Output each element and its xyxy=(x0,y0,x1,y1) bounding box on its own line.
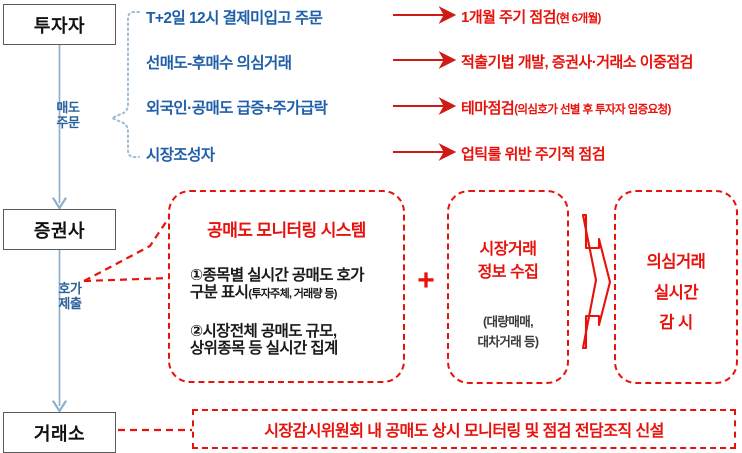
panel-watch-line2: 실시간 xyxy=(653,283,699,302)
panel-collect-sub2: 대차거래 등) xyxy=(477,335,540,349)
measure-note: (현 6개월) xyxy=(555,13,601,25)
panel-monitoring-item-2-line2: 상위종목 등 실시간 집계 xyxy=(190,340,338,358)
entity-label-broker: 증권사 xyxy=(33,220,86,241)
red-transfer-arrow xyxy=(581,213,612,350)
panel-collect-line2: 정보 수집 xyxy=(477,264,539,282)
panel-collect-sub1: (대량매매, xyxy=(482,315,534,329)
panel-suspicious-trade-watch[interactable]: 의심거래 실시간 감 시 xyxy=(614,190,738,384)
flow-label-sell-order-line1: 매도 xyxy=(56,100,80,115)
order-type-item: 선매도-후매수 의심거래 xyxy=(146,55,292,72)
panel-watch-line3: 감 시 xyxy=(659,314,693,333)
panel-monitoring-item-1-line2: 구분 표시(투자주체, 거래량 등) xyxy=(190,284,397,301)
entity-label-exchange: 거래소 xyxy=(33,423,86,444)
measure-item: 업틱룰 위반 주기적 점검 xyxy=(461,143,606,164)
flow-label-sell-order-line2: 주문 xyxy=(56,115,80,131)
flow-label-quote-submit-line2: 제출 xyxy=(58,296,82,312)
measure-main: 업틱룰 위반 주기적 점검 xyxy=(461,146,606,163)
measure-main: 적출기법 개발, 증권사·거래소 이중점검 xyxy=(461,54,693,71)
order-type-item: T+2일 12시 결제미입고 주문 xyxy=(146,10,323,27)
item1-line2-text: 구분 표시 xyxy=(190,284,249,302)
order-type-item: 시장조성자 xyxy=(146,147,215,164)
panel-market-info-collection[interactable]: 시장거래 정보 수집 (대량매매, 대차거래 등) xyxy=(447,190,569,384)
panel-monitoring-item-1-line1: ①종목별 실시간 공매도 호가 xyxy=(190,267,365,284)
measure-main: 1개월 주기 점검 xyxy=(461,9,556,26)
blue-brace xyxy=(109,11,140,158)
panel-collect-line1: 시장거래 xyxy=(479,241,537,258)
panel-monitoring-title: 공매도 모니터링 시스템 xyxy=(207,221,366,240)
panel-bottom-organization[interactable]: 시장감시위원회 내 공매도 상시 모니터링 및 점검 전담조직 신설 xyxy=(192,409,736,449)
entity-box-investor[interactable]: 투자자 xyxy=(3,4,116,45)
flow-label-quote-submit: 호가 제출 xyxy=(48,281,92,312)
panel-watch-line1: 의심거래 xyxy=(646,253,706,271)
red-measure-arrows xyxy=(393,6,457,161)
measure-item: 테마점검(의심호가 선별 후 투자자 입증요청) xyxy=(461,97,671,118)
panel-monitoring-system[interactable]: 공매도 모니터링 시스템 ①종목별 실시간 공매도 호가 구분 표시(투자주체,… xyxy=(168,190,405,383)
plus-icon: + xyxy=(417,264,435,297)
measure-item: 1개월 주기 점검(현 6개월) xyxy=(461,6,601,27)
panel-collect-title: 시장거래 정보 수집 xyxy=(449,238,567,284)
panel-monitoring-item-1: ①종목별 실시간 공매도 호가 구분 표시(투자주체, 거래량 등) xyxy=(180,267,397,302)
measure-note: (의심호가 선별 후 투자자 입증요청) xyxy=(514,104,671,116)
entity-label-investor: 투자자 xyxy=(33,15,86,36)
order-type-item: 외국인·공매도 급증+주가급락 xyxy=(146,100,328,117)
entity-box-broker[interactable]: 증권사 xyxy=(3,209,116,250)
measure-item: 적출기법 개발, 증권사·거래소 이중점검 xyxy=(461,51,693,72)
item1-note: (투자주체, 거래량 등) xyxy=(248,288,337,301)
measure-main: 테마점검 xyxy=(461,100,515,117)
panel-monitoring-item-2-line1: ②시장전체 공매도 규모, xyxy=(190,323,337,340)
panel-collect-note: (대량매매, 대차거래 등) xyxy=(449,312,567,352)
entity-box-exchange[interactable]: 거래소 xyxy=(3,412,116,453)
flow-label-quote-submit-line1: 호가 xyxy=(58,281,82,296)
panel-watch-title: 의심거래 실시간 감 시 xyxy=(616,247,736,339)
panel-bottom-text: 시장감시위원회 내 공매도 상시 모니터링 및 점검 전담조직 신설 xyxy=(264,423,664,440)
panel-monitoring-item-2: ②시장전체 공매도 규모, 상위종목 등 실시간 집계 xyxy=(180,323,397,358)
flow-label-sell-order: 매도 주문 xyxy=(48,100,88,131)
